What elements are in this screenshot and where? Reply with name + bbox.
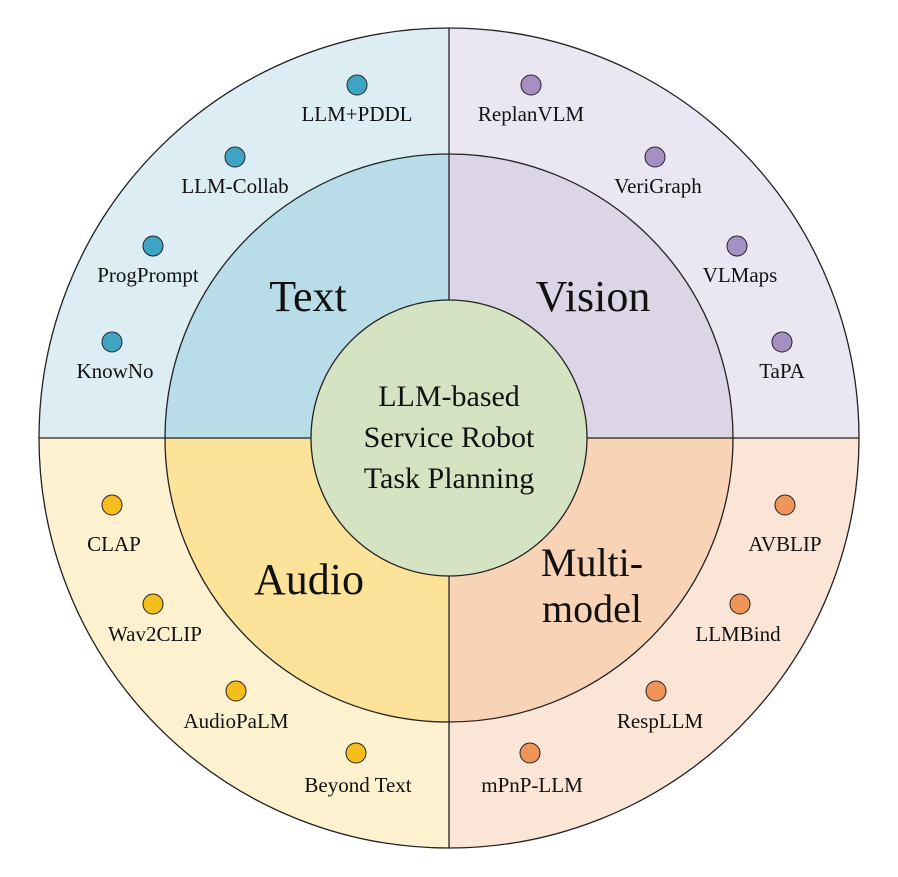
item-label: LLM+PDDL: [301, 102, 412, 126]
list-item: Wav2CLIP: [108, 593, 202, 646]
bullet-dot-icon: [142, 593, 164, 615]
quadrant-title-vision: Vision: [536, 272, 651, 321]
center-circle: [310, 299, 588, 577]
bullet-dot-icon: [345, 742, 367, 764]
item-label: VeriGraph: [614, 174, 702, 198]
item-label: RespLLM: [617, 709, 704, 733]
list-item: AudioPaLM: [184, 680, 289, 733]
list-item: TaPA: [759, 331, 806, 383]
bullet-dot-icon: [101, 494, 123, 516]
item-label: mPnP-LLM: [481, 773, 583, 797]
list-item: Beyond Text: [304, 742, 412, 797]
item-label: KnowNo: [77, 359, 154, 383]
list-item: ProgPrompt: [97, 235, 199, 287]
bullet-dot-icon: [726, 235, 748, 257]
item-label: Wav2CLIP: [108, 622, 202, 646]
list-item: LLM-Collab: [181, 146, 289, 198]
list-item: LLMBind: [695, 593, 781, 646]
item-label: VLMaps: [703, 263, 778, 287]
center-title-line-2: Service Robot: [364, 421, 535, 454]
bullet-dot-icon: [644, 146, 666, 168]
quadrant-title-text: Text: [269, 272, 347, 321]
quadrant-title-audio: Audio: [254, 555, 364, 604]
bullet-dot-icon: [645, 680, 667, 702]
bullet-dot-icon: [771, 331, 793, 353]
quadrant-title-multimodel-line-1: Multi-: [541, 540, 643, 585]
bullet-dot-icon: [101, 331, 123, 353]
item-label: LLM-Collab: [181, 174, 288, 198]
list-item: VLMaps: [703, 235, 778, 287]
center-title-line-3: Task Planning: [364, 462, 534, 495]
item-label: ReplanVLM: [478, 102, 584, 126]
center-title-line-1: LLM-based: [378, 380, 520, 413]
list-item: VeriGraph: [614, 146, 702, 198]
list-item: RespLLM: [617, 680, 704, 733]
bullet-dot-icon: [225, 680, 247, 702]
bullet-dot-icon: [224, 146, 246, 168]
item-label: ProgPrompt: [97, 263, 199, 287]
list-item: AVBLIP: [748, 494, 822, 556]
bullet-dot-icon: [142, 235, 164, 257]
bullet-dot-icon: [729, 593, 751, 615]
bullet-dot-icon: [520, 74, 542, 96]
quadrant-title-multimodel-line-2: model: [542, 586, 642, 631]
item-label: AudioPaLM: [184, 709, 289, 733]
item-label: AVBLIP: [748, 532, 821, 556]
list-item: LLM+PDDL: [301, 74, 413, 126]
list-item: KnowNo: [77, 331, 154, 383]
list-item: ReplanVLM: [478, 74, 584, 126]
bullet-dot-icon: [519, 742, 541, 764]
bullet-dot-icon: [774, 494, 796, 516]
item-label: Beyond Text: [304, 773, 411, 797]
list-item: mPnP-LLM: [481, 742, 583, 797]
item-label: LLMBind: [695, 622, 781, 646]
list-item: CLAP: [87, 494, 141, 556]
bullet-dot-icon: [346, 74, 368, 96]
item-label: TaPA: [759, 359, 805, 383]
item-label: CLAP: [87, 532, 141, 556]
